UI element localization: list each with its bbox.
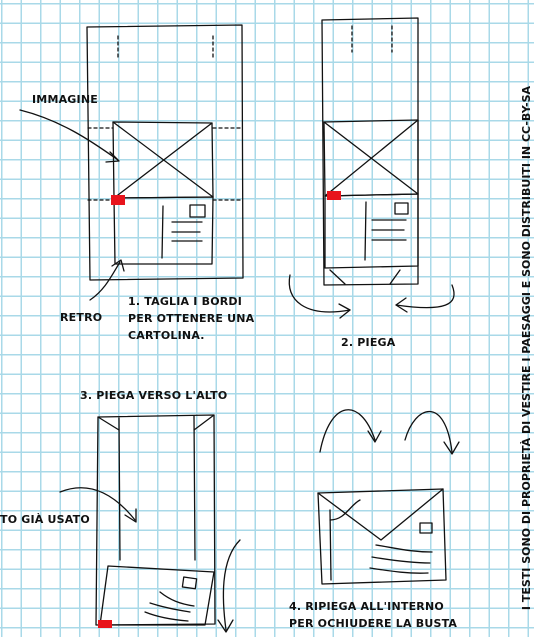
red-tape (98, 620, 112, 628)
step1-sheet (86, 24, 244, 281)
label-retro: RETRO (60, 311, 103, 324)
step4-envelope (317, 488, 447, 585)
step1-arrows (19, 109, 125, 301)
step3-sheet (95, 414, 216, 628)
step4-caption: 4. RIPIEGA ALL'INTERNO PER OCHIUDERE LA … (289, 600, 458, 630)
step2-arrows (288, 274, 455, 319)
step4-arrows (319, 409, 460, 455)
red-tape (327, 191, 341, 200)
step2-caption: 2. PIEGA (341, 336, 396, 349)
label-used: TO GIÀ USATO (0, 513, 90, 526)
label-immagine: IMMAGINE (32, 93, 98, 106)
step2-sheet (321, 17, 419, 286)
step3-caption: 3. PIEGA VERSO L'ALTO (80, 389, 228, 402)
step1-caption: 1. TAGLIA I BORDI PER OTTENERE UNA CARTO… (128, 295, 255, 342)
red-tape (111, 195, 125, 205)
step3-arrows (59, 487, 241, 633)
license-note: I TESTI SONO DI PROPRIETÀ DI VESTIRE I P… (520, 85, 533, 611)
